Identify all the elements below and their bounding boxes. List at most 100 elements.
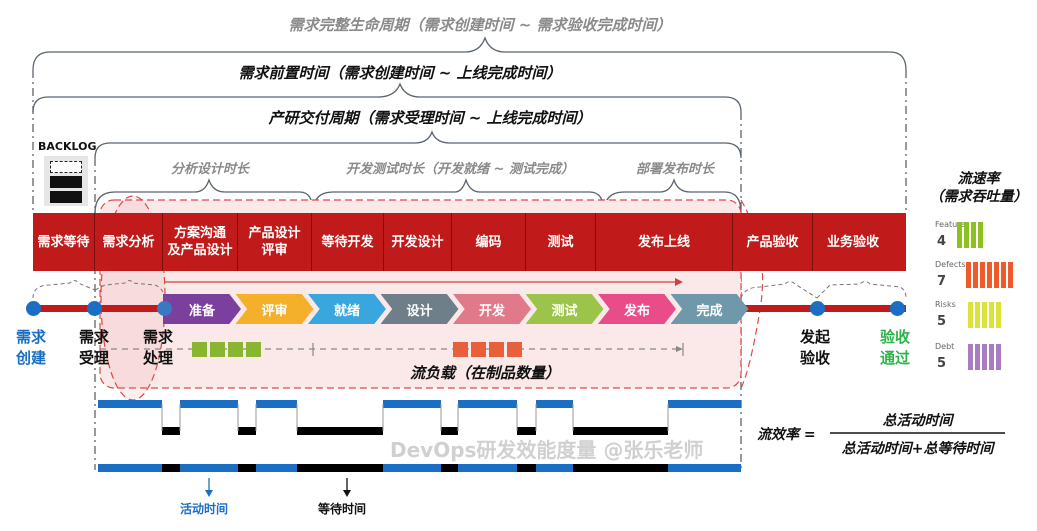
- wait-segment: [162, 427, 180, 435]
- dev-test-title: 开发测试时长（开发就绪 ~ 测试完成）: [346, 162, 574, 177]
- chevron-label: 完成: [696, 303, 723, 319]
- chevron-label: 评审: [261, 303, 288, 319]
- velocity-bar: [975, 302, 980, 328]
- active-segment: [458, 400, 517, 408]
- velocity-bar: [982, 302, 987, 328]
- full-lifecycle-title: 需求完整生命周期（需求创建时间 ~ 需求验收完成时间）: [288, 16, 672, 34]
- wait-bar-segment: [573, 464, 668, 472]
- flow-velocity-title-line2: （需求吞吐量）: [929, 189, 1028, 205]
- stage-4: 等待开发: [312, 213, 384, 271]
- velocity-bar: [968, 344, 973, 370]
- velocity-bar: [996, 302, 1001, 328]
- wait-segment: [238, 427, 256, 435]
- stage-8: 发布上线: [596, 213, 733, 271]
- velocity-bar: [966, 262, 971, 288]
- milestone-label-1: 需求受理: [79, 328, 110, 367]
- wip-item: [489, 342, 504, 357]
- active-bar-segment: [668, 464, 741, 472]
- chevron-label: 就绪: [333, 303, 360, 319]
- backlog: BACKLOG: [38, 140, 97, 206]
- wait-bar-segment: [297, 464, 383, 472]
- flow-efficiency-label: 流效率 =: [757, 427, 816, 443]
- chevron-label: 开发: [478, 303, 505, 319]
- wait-bar-segment: [441, 464, 458, 472]
- stage-0: 需求等待: [33, 213, 95, 271]
- stage-3: 产品设计评审: [238, 213, 312, 271]
- chevron-4: 开发: [453, 294, 531, 324]
- wait-bar-segment: [162, 464, 180, 472]
- milestone-dot-acceptance-start: [810, 301, 825, 316]
- milestone-dot-accepted: [87, 301, 102, 316]
- deploy-release-title: 部署发布时长: [635, 162, 714, 177]
- stage-label: 开发设计: [391, 234, 444, 250]
- milestone-dot-created: [26, 301, 41, 316]
- velocity-count-risks: 5: [937, 314, 947, 329]
- chevron-5: 测试: [525, 294, 604, 324]
- milestone-dot-processing: [157, 301, 172, 316]
- active-segment: [180, 400, 238, 408]
- velocity-count-defects: 7: [937, 274, 947, 289]
- velocity-bars-defects: [966, 262, 1015, 288]
- velocity-count-debt: 5: [937, 356, 947, 371]
- chevron-label: 准备: [188, 303, 215, 319]
- active-bar-segment: [383, 464, 441, 472]
- chevron-3: 设计: [380, 294, 459, 324]
- velocity-bar: [957, 222, 962, 248]
- velocity-bar: [1008, 262, 1013, 288]
- velocity-bar: [971, 222, 976, 248]
- wip-item: [210, 342, 225, 357]
- stage-label: 方案沟通及产品设计: [167, 226, 233, 258]
- chevron-1: 评审: [235, 294, 314, 324]
- velocity-bar: [982, 344, 987, 370]
- active-bar-segment: [536, 464, 573, 472]
- wip-item: [507, 342, 522, 357]
- active-bar-segment: [458, 464, 517, 472]
- stage-label: 发布上线: [637, 234, 690, 250]
- backlog-stack-icon: [44, 156, 88, 206]
- stage-label: 编码: [475, 234, 502, 250]
- flow-efficiency-denominator: 总活动时间+总等待时间: [841, 441, 994, 457]
- chevron-6: 发布: [598, 294, 676, 324]
- lead-time-bracket: [32, 82, 742, 113]
- milestone-label-2: 需求处理: [143, 328, 174, 367]
- stage-label: 产品验收: [746, 234, 799, 250]
- velocity-bar: [987, 262, 992, 288]
- chevron-0: 准备: [163, 294, 241, 324]
- stage-label: 需求分析: [102, 234, 155, 250]
- milestone-label-0: 需求创建: [16, 328, 47, 367]
- active-segment: [536, 400, 573, 408]
- stage-6: 编码: [452, 213, 526, 271]
- active-bar-segment: [256, 464, 297, 472]
- chevron-label: 测试: [551, 303, 578, 319]
- velocity-bar: [978, 222, 983, 248]
- velocity-bar: [996, 344, 1001, 370]
- backlog-label: BACKLOG: [38, 140, 97, 153]
- wip-item: [192, 342, 207, 357]
- flow-efficiency-numerator: 总活动时间: [882, 413, 953, 429]
- velocity-bars-risks: [968, 302, 1003, 328]
- wait-bar-segment: [238, 464, 256, 472]
- watermark: DevOps研发效能度量 @张乐老师: [390, 438, 704, 462]
- velocity-label-debt: Debt: [935, 342, 955, 351]
- active-segment: [256, 400, 297, 408]
- velocity-count-features: 4: [937, 234, 947, 249]
- flow-velocity-title-line1: 流速率: [957, 171, 1000, 187]
- active-time-label: 活动时间: [180, 502, 229, 516]
- stage-label: 产品设计评审: [248, 226, 301, 258]
- active-wait-wave: [98, 400, 741, 435]
- wait-segment: [441, 427, 458, 435]
- velocity-bar: [975, 344, 980, 370]
- stage-label: 测试: [547, 234, 574, 250]
- wip-item: [228, 342, 243, 357]
- dev-test-bracket: [312, 177, 605, 214]
- delivery-cycle-title: 产研交付周期（需求受理时间 ~ 上线完成时间）: [268, 109, 592, 127]
- flow-velocity-title: 流速率 （需求吞吐量）: [920, 170, 1037, 206]
- velocity-bar: [989, 344, 994, 370]
- wip-item: [453, 342, 468, 357]
- milestone-label-3: 发起验收: [800, 328, 831, 367]
- velocity-label-risks: Risks: [935, 300, 956, 309]
- velocity-bar: [994, 262, 999, 288]
- active-segment: [668, 400, 741, 408]
- stage-10: 业务验收: [813, 213, 893, 271]
- wip-item: [246, 342, 261, 357]
